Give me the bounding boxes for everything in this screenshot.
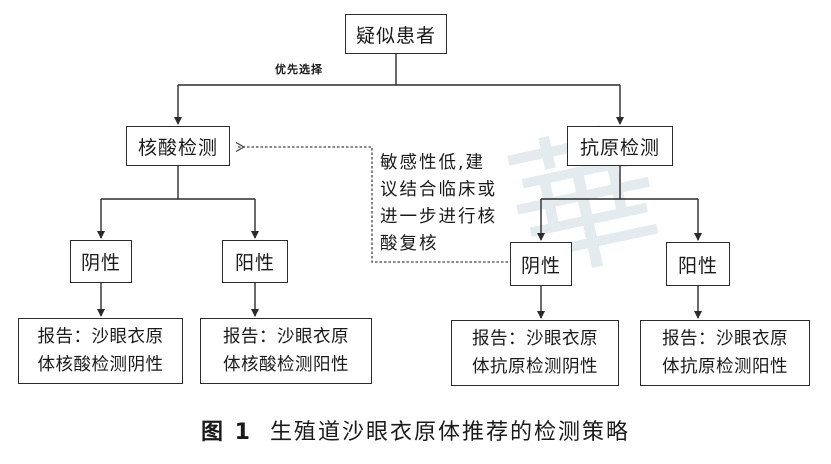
report-line: 体抗原检测阳性 [662,357,788,377]
report-line: 报告：沙眼衣原 [472,329,598,349]
report-antigen-negative: 报告：沙眼衣原 体抗原检测阴性 [451,320,619,386]
report-nucleic-negative: 报告：沙眼衣原 体核酸检测阴性 [18,318,183,384]
report-line: 报告：沙眼衣原 [37,327,164,347]
note-line: 议结合临床或 [380,180,497,200]
report-line: 报告：沙眼衣原 [662,329,788,349]
report-antigen-positive: 报告：沙眼衣原 体抗原检测阳性 [640,320,810,386]
figure-label: 图 1 [201,420,252,445]
report-line: 体核酸检测阴性 [37,355,164,375]
note-line: 酸复核 [380,234,439,254]
report-line: 报告：沙眼衣原 [223,327,349,347]
figure-title: 生殖道沙眼衣原体推荐的检测策略 [269,420,630,445]
note-line: 进一步进行核 [380,207,497,227]
dashed-recheck-arrow [236,147,508,263]
antigen-positive-node: 阳性 [666,242,730,286]
report-line: 体抗原检测阴性 [472,357,598,377]
nucleic-negative-node: 阴性 [70,240,132,283]
nucleic-positive-node: 阳性 [222,240,288,283]
report-line: 体核酸检测阳性 [223,355,349,375]
antigen-negative-node: 阴性 [510,242,572,286]
root-node: 疑似患者 [345,14,447,54]
report-nucleic-positive: 报告：沙眼衣原 体核酸检测阳性 [200,318,372,384]
note-line: 敏感性低,建 [380,153,486,173]
recheck-note: 敏感性低,建 议结合临床或 进一步进行核 酸复核 [380,150,497,258]
figure-caption: 图 1 生殖道沙眼衣原体推荐的检测策略 [0,414,831,446]
nucleic-test-node: 核酸检测 [126,126,230,166]
priority-label: 优先选择 [275,63,323,76]
antigen-test-node: 抗原检测 [567,126,673,166]
